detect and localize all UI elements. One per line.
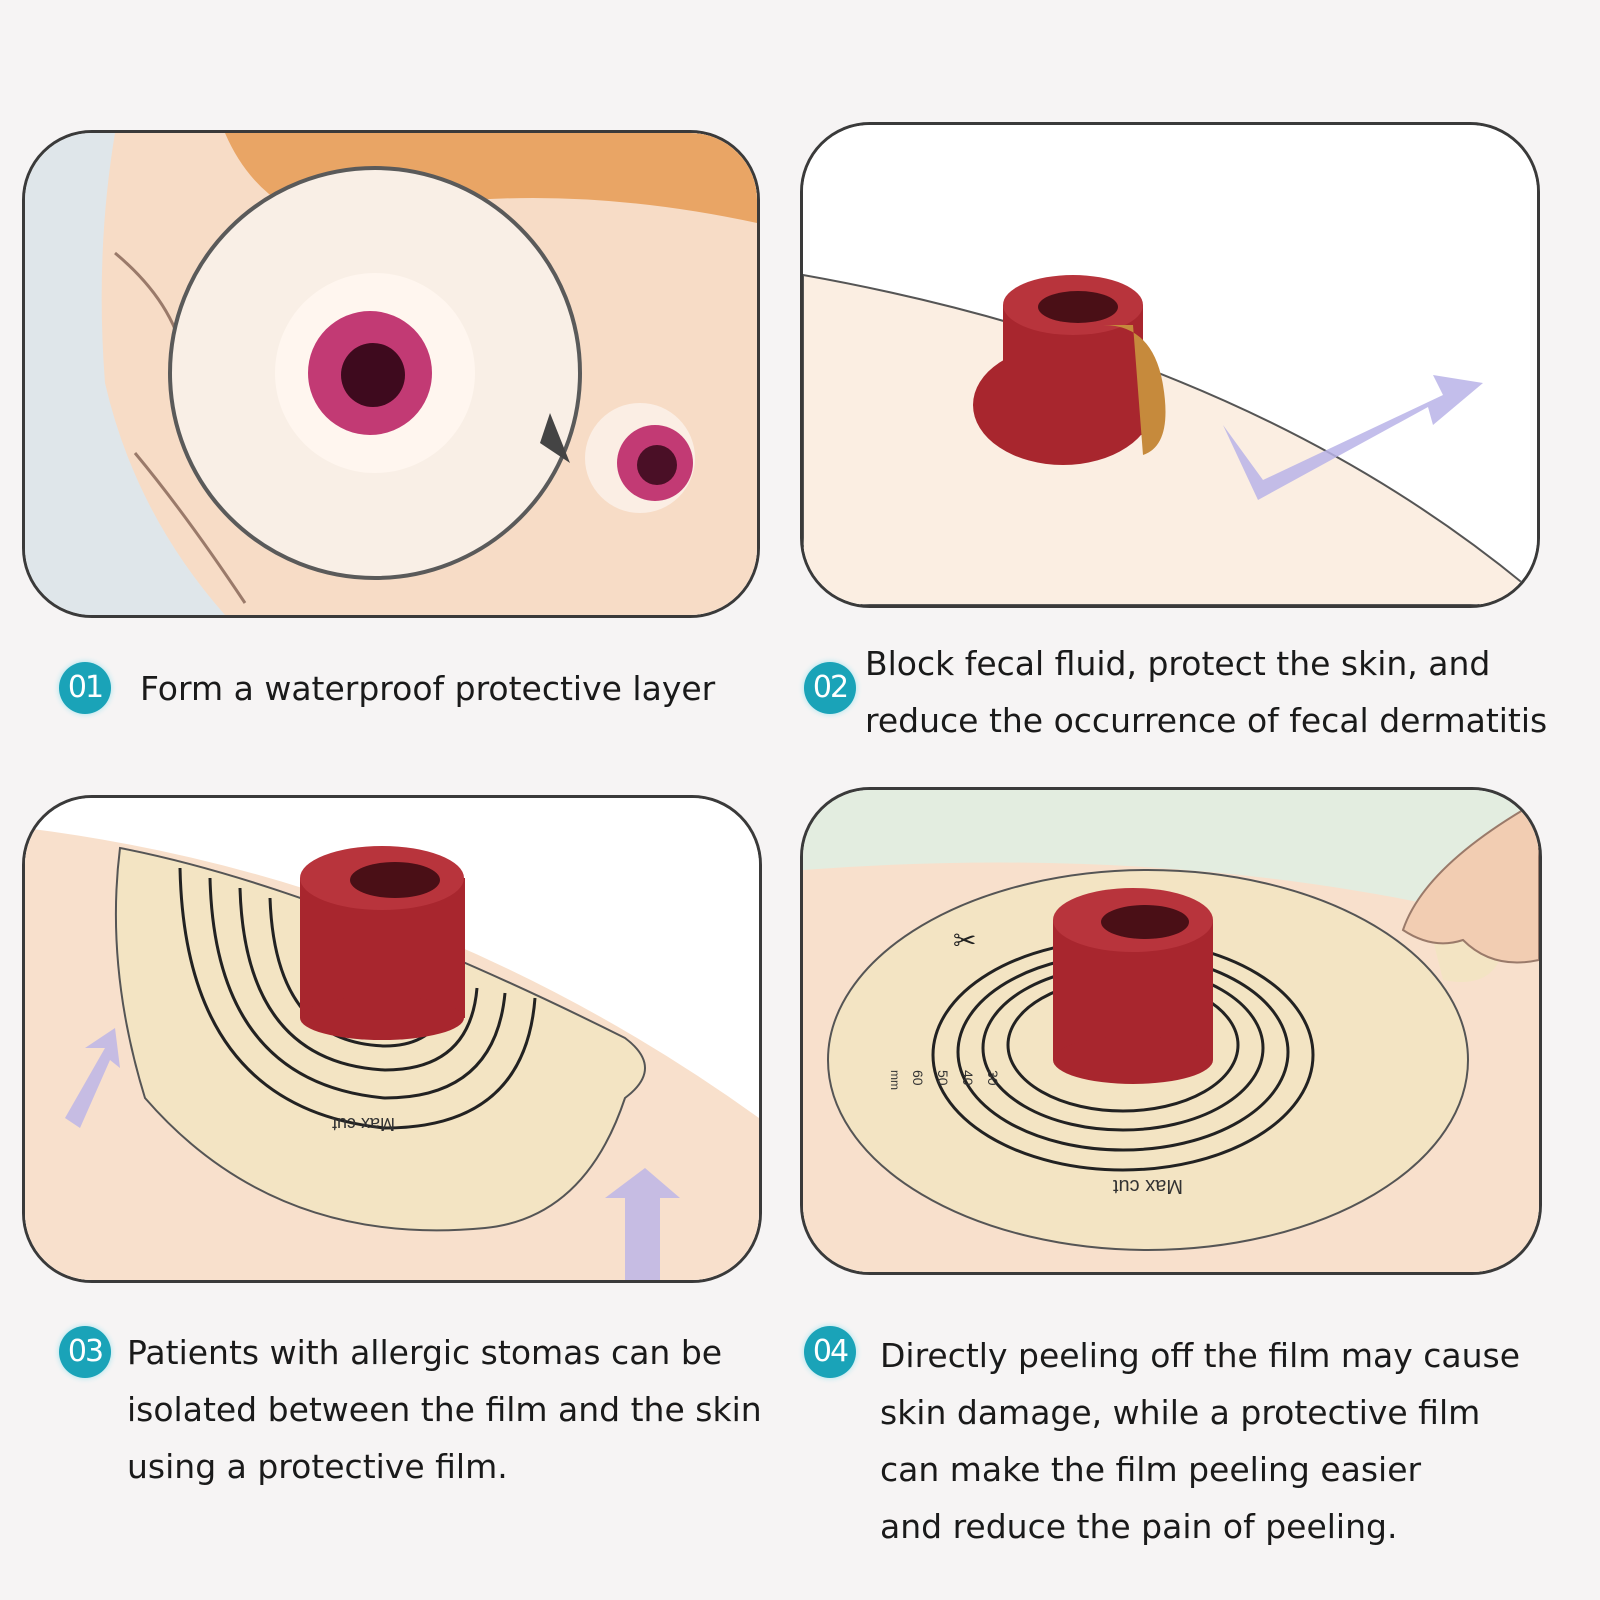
max-cut-label: Max cut bbox=[332, 1114, 395, 1134]
magnifier-stoma-illustration bbox=[25, 133, 757, 615]
caption-line: using a protective film. bbox=[127, 1447, 508, 1486]
step-caption: Patients with allergic stomas can be iso… bbox=[127, 1324, 762, 1495]
caption-line: and reduce the pain of peeling. bbox=[880, 1507, 1398, 1546]
step-number-badge: 04 bbox=[804, 1326, 856, 1378]
wafer-on-skin-illustration: Max cut bbox=[25, 798, 759, 1280]
caption-line: Directly peeling off the film may cause bbox=[880, 1336, 1521, 1375]
size-label: 40 bbox=[960, 1070, 976, 1086]
caption-line: reduce the occurrence of fecal dermatiti… bbox=[865, 701, 1548, 740]
unit-label: mm bbox=[888, 1070, 902, 1090]
caption-line: can make the film peeling easier bbox=[880, 1450, 1422, 1489]
caption-line: Patients with allergic stomas can be bbox=[127, 1333, 723, 1372]
illustration-peeling-film: Max cut 60 50 40 30 mm ✂ bbox=[800, 787, 1542, 1275]
wafer-peeling-illustration: Max cut 60 50 40 30 mm ✂ bbox=[803, 790, 1539, 1272]
scissors-icon: ✂ bbox=[953, 924, 976, 957]
step-number-badge: 03 bbox=[59, 1326, 111, 1378]
step-number-badge: 01 bbox=[59, 662, 111, 714]
step-caption: Block fecal fluid, protect the skin, and… bbox=[865, 635, 1547, 749]
illustration-allergic-isolation: Max cut bbox=[22, 795, 762, 1283]
max-cut-label: Max cut bbox=[1113, 1175, 1183, 1197]
stoma-fluid-illustration bbox=[803, 125, 1537, 605]
caption-line: isolated between the film and the skin bbox=[127, 1390, 762, 1429]
caption-line: Form a waterproof protective layer bbox=[140, 669, 716, 708]
size-label: 30 bbox=[985, 1070, 1001, 1086]
size-label: 60 bbox=[910, 1070, 926, 1086]
caption-line: Block fecal fluid, protect the skin, and bbox=[865, 644, 1491, 683]
caption-line: skin damage, while a protective film bbox=[880, 1393, 1481, 1432]
step-caption: Form a waterproof protective layer bbox=[140, 660, 715, 717]
illustration-waterproof-layer bbox=[22, 130, 760, 618]
step-caption: Directly peeling off the film may cause … bbox=[880, 1327, 1520, 1555]
illustration-block-fecal-fluid bbox=[800, 122, 1540, 608]
size-label: 50 bbox=[935, 1070, 951, 1086]
step-number-badge: 02 bbox=[804, 662, 856, 714]
